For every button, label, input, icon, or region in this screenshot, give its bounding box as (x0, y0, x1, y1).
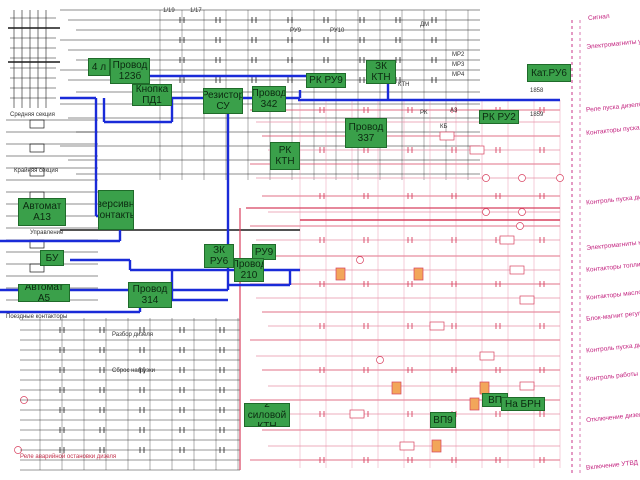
round-terminal (516, 222, 524, 230)
label-button-pd1: Кнопка ПД1 (132, 84, 172, 106)
label-vp9: ВП9 (430, 412, 456, 428)
round-terminal (376, 356, 384, 364)
wire-number: МР4 (452, 72, 465, 78)
label-bu: БУ (40, 250, 64, 266)
note-train-contactors: Поездные контакторы (6, 314, 68, 320)
note-control: Управление (30, 230, 64, 236)
orange-relay (391, 381, 402, 395)
red-coil (519, 381, 535, 391)
wire-number: 1859 (530, 112, 544, 118)
label-wire-337: Провод 337 (345, 118, 387, 148)
red-coil (509, 265, 525, 275)
relay-coil (29, 143, 45, 153)
orange-relay (335, 267, 346, 281)
wire-number: РУ9 (290, 28, 302, 34)
orange-relay (413, 267, 424, 281)
label-rk-ktn: РК КТН (270, 142, 300, 170)
label-resistor-su: Резистор СУ (203, 88, 243, 114)
wire-number: А3 (450, 108, 458, 114)
red-coil (439, 131, 455, 141)
round-terminal (518, 208, 526, 216)
label-switch-a5: Автомат А5 (18, 284, 70, 302)
label-wire-210: Провод 210 (234, 258, 264, 282)
label-ru9: РУ9 (252, 244, 276, 260)
round-terminal (482, 208, 490, 216)
label-4l: 4 л (88, 58, 110, 76)
wire-number: 1858 (530, 88, 544, 94)
label-rk-ru2: РК РУ2 (479, 110, 519, 124)
relay-coil (29, 167, 45, 177)
red-coil (499, 235, 515, 245)
red-coil (429, 321, 445, 331)
label-reverse-contacts: Реверсивные контакты (98, 190, 134, 230)
round-terminal (356, 256, 364, 264)
wire-number: РК (420, 110, 428, 116)
label-wire-314: Провод 314 (128, 282, 172, 308)
relay-coil (29, 119, 45, 129)
orange-relay (469, 397, 480, 411)
round-terminal (518, 174, 526, 182)
label-zk-ktn: ЗК КТН (366, 60, 396, 84)
note-end-section: Крайняя секция (14, 168, 58, 174)
wire-number: МР3 (452, 62, 465, 68)
wire-number: РУ10 (330, 28, 345, 34)
wire-number: КТН (398, 82, 410, 88)
label-rk-ru9: РК РУ9 (306, 73, 346, 88)
note-diesel-sort: Разбор дизеля (112, 332, 153, 338)
label-power-ktn-2: 2 силовой КТН (244, 403, 290, 427)
label-wire-123b: Провод 123б (110, 58, 150, 84)
label-kat-ru6: Кат.РУ6 (527, 64, 571, 82)
label-zk-ru6: ЗК РУ6 (204, 244, 234, 268)
red-coil (399, 441, 415, 451)
wire-number: ДМ (420, 22, 430, 28)
red-coil (479, 351, 495, 361)
note-middle-section: Средняя секция (10, 112, 55, 118)
label-na-brn: На БРН (501, 397, 545, 411)
note-load-shed: Сброс нагрузки (112, 368, 155, 374)
wire-number: 1/19 (163, 8, 175, 14)
red-coil (519, 295, 535, 305)
round-terminal (556, 174, 564, 182)
relay-coil (29, 263, 45, 273)
label-wire-342: Провод 342 (252, 86, 286, 112)
red-coil (349, 409, 365, 419)
wire-number: МР2 (452, 52, 465, 58)
wire-number: 1/17 (190, 8, 202, 14)
wire-number: КБ (440, 124, 448, 130)
note-emergency-stop-relay: Реле аварийной остановки дизеля (20, 454, 117, 460)
orange-relay (431, 439, 442, 453)
round-terminal (482, 174, 490, 182)
red-coil (469, 145, 485, 155)
label-switch-a13: Автомат А13 (18, 198, 66, 226)
